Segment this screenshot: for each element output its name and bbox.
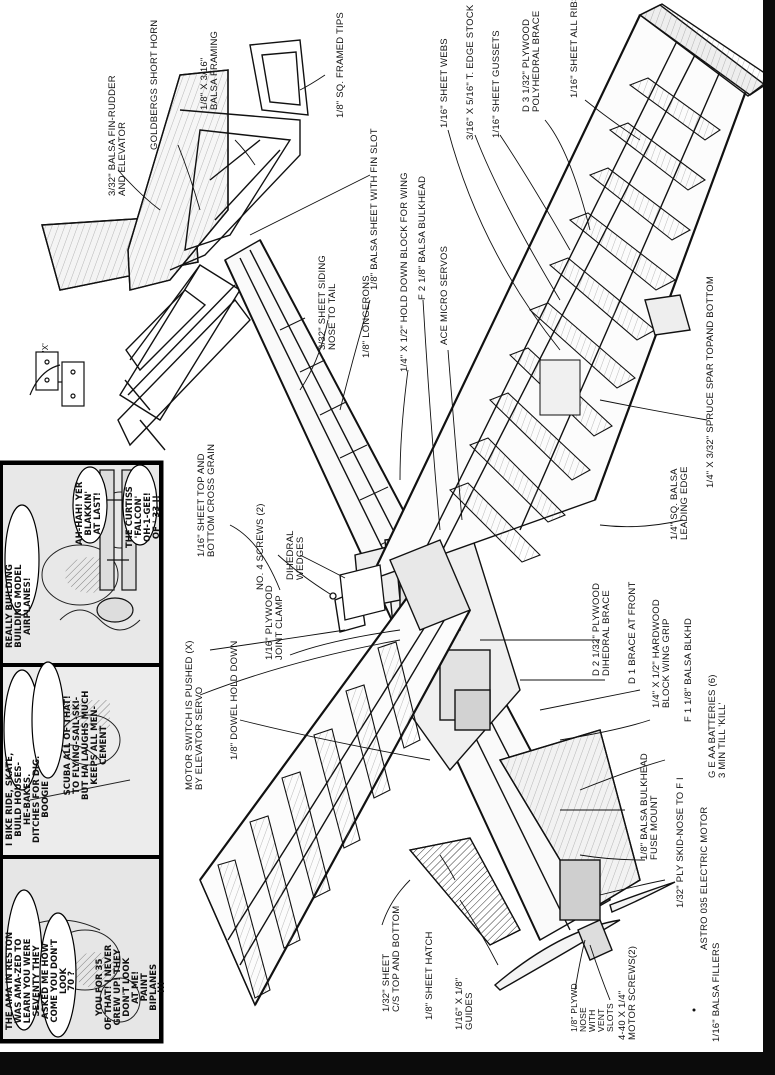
label-balsa-fillers: 1/16" BALSA FILLERS — [711, 942, 722, 1042]
wing-lower — [199, 579, 471, 1007]
comic-bubble-7: THE CURTISS'FALCON'OH-1-GEE!OF ' 33 !! — [125, 486, 162, 548]
wing-upper — [368, 3, 774, 631]
label-batteries: G E AA BATTERIES (6)3 MIN TILL 'KILL' — [707, 674, 728, 778]
hinge-detail — [29, 351, 85, 407]
label-spruce-spar: 1/4" X 3/32" SPRUCE SPAR TOPAND BOTTOM — [705, 276, 716, 488]
label-framed-tips: 1/8" SQ. FRAMED TIPS — [335, 12, 346, 118]
propeller — [493, 881, 676, 991]
label-f2: F 2 1/8" BALSA BULKHEAD — [417, 175, 428, 300]
label-fin-slot: 1/8" BALSA SHEET WITH FIN SLOT — [369, 128, 380, 290]
scan-edge-right — [763, 0, 775, 1075]
comic-bubble-4: SCUBA ALL OF THAT!TO FLYING-SAIL-SKI-BUT… — [63, 690, 109, 800]
label-guides: 1/16" X 1/8"GUIDES — [454, 977, 475, 1030]
label-goldbergs: GOLDBERGS SHORT HORN — [149, 19, 160, 150]
label-astro-motor: ASTRO 035 ELECTRIC MOTOR — [699, 806, 710, 950]
label-motor-switch: MOTOR SWITCH IS PUSHED (X)BY ELEVATOR SE… — [184, 640, 205, 790]
label-motor-screws: 4-40 X 1/4"MOTOR SCREWS(2) — [617, 945, 638, 1040]
label-balsa-framing: 1/8" X 3/16"BALSA FRAMING — [199, 30, 220, 110]
comic-bubble-3: I BIKE RIDE, SKATE,BUILD HOUSES-HE-BAKES… — [5, 752, 51, 846]
tail-assembly — [41, 39, 309, 451]
label-x-mark: 'X' — [41, 343, 50, 352]
label-no4-screws: NO. 4 SCREWS (2) — [255, 503, 266, 590]
label-gussets: 1/16" SHEET GUSSETS — [491, 30, 502, 138]
label-ace-servos: ACE MICRO SERVOS — [439, 245, 450, 345]
label-t-edge: 3/16" X 5/16" T. EDGE STOCK — [465, 4, 476, 140]
label-longerons: 1/8" LONGERONS — [361, 275, 372, 358]
comic-strip — [0, 460, 164, 1044]
label-sheet-webs: 1/16" SHEET WEBS — [439, 38, 450, 128]
scan-edge-bottom — [0, 1052, 775, 1075]
label-f1: F 1 1/8" BALSA BLKHD — [683, 617, 694, 722]
label-hold-down-block: 1/4" X 1/2" HOLD DOWN BLOCK FOR WING — [399, 172, 410, 372]
label-ply-skid: 1/32" PLY SKID-NOSE TO F I — [675, 777, 686, 908]
label-d1: D 1 BRACE AT FRONT — [627, 581, 638, 685]
wing-joint — [329, 564, 386, 621]
label-all-ribs: 1/16" SHEET ALL RIBS — [569, 0, 580, 98]
hatch — [408, 837, 521, 946]
label-sheet-hatch: 1/8" SHEET HATCH — [424, 931, 435, 1020]
label-dowel: 1/8" DOWEL HOLD DOWN — [229, 640, 240, 760]
leader-lines — [117, 74, 708, 1001]
